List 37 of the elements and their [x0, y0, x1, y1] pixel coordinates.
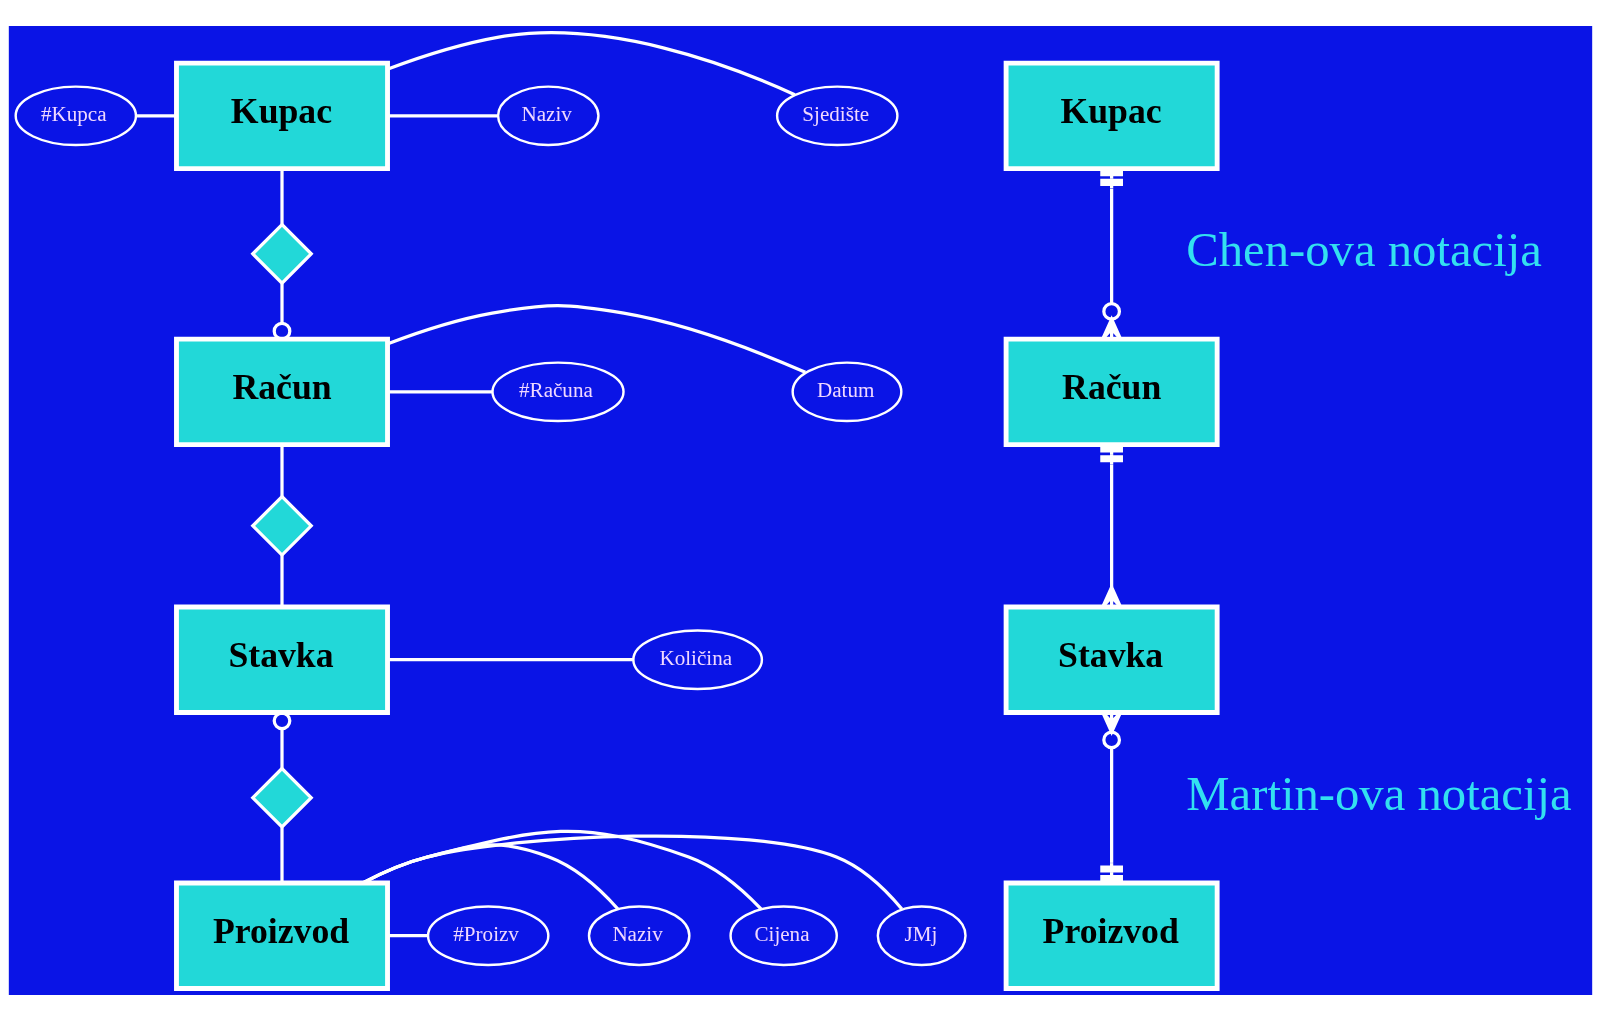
- node-diamond: [250, 221, 314, 285]
- node-ellipse: Sjedište: [775, 84, 899, 146]
- connector: [1100, 444, 1123, 608]
- connector: [387, 389, 493, 393]
- connector: [387, 657, 633, 661]
- node-ellipse: JMj: [876, 904, 967, 966]
- connector: [280, 444, 284, 496]
- node-diamond: [250, 765, 314, 829]
- connector: [280, 168, 284, 224]
- node-ellipse: Količina: [632, 628, 764, 690]
- node-ellipse: Cijena: [729, 904, 838, 966]
- node-box: Kupac: [174, 60, 390, 171]
- node-ellipse: #Kupca: [14, 84, 138, 146]
- node-ellipse: Datum: [791, 360, 903, 422]
- node-box: Kupac: [1003, 60, 1220, 171]
- connector: [280, 554, 284, 607]
- connector: [137, 113, 177, 117]
- node-ellipse: #Proizv: [426, 904, 550, 966]
- connector: [388, 933, 428, 937]
- label: Martin-ova notacija: [1186, 766, 1572, 821]
- node-box: Proizvod: [174, 880, 390, 991]
- label: Chen-ova notacija: [1186, 222, 1542, 277]
- node-ellipse: Naziv: [496, 84, 600, 146]
- node-diamond: [250, 493, 314, 557]
- connector: [280, 826, 284, 883]
- node-box: Stavka: [1003, 604, 1220, 715]
- connector: [1100, 168, 1123, 340]
- connector: [387, 113, 498, 117]
- node-ellipse: #Računa: [491, 360, 625, 422]
- connector: [387, 303, 806, 374]
- connector: [362, 834, 904, 910]
- node-box: Račun: [174, 336, 390, 447]
- connector: [387, 30, 796, 96]
- node-box: Stavka: [174, 604, 390, 715]
- node-ellipse: Naziv: [587, 904, 691, 966]
- node-box: Račun: [1003, 336, 1220, 447]
- node-box: Proizvod: [1003, 880, 1220, 991]
